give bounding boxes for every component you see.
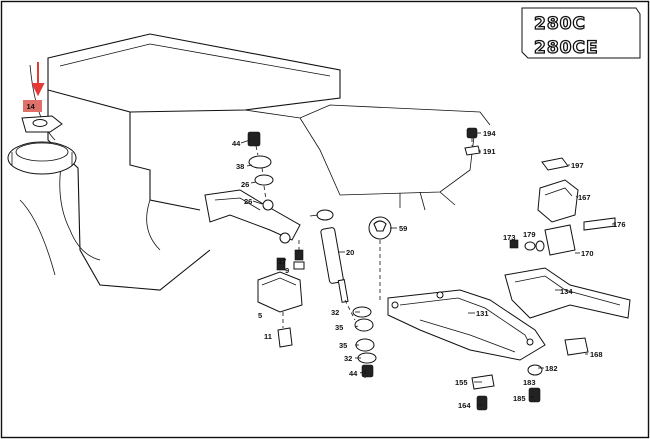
label-134: 134 — [560, 287, 573, 296]
label-35-a: 35 — [335, 323, 343, 332]
hardware-17-9 — [293, 240, 305, 270]
nut-194-191 — [464, 127, 481, 156]
label-183: 183 — [523, 378, 536, 387]
engine-mount-5 — [257, 257, 303, 348]
part-14-highlighted: 14 — [21, 62, 63, 133]
label-44-top: 44 — [232, 139, 241, 148]
crossmember-131 — [387, 289, 546, 361]
label-191: 191 — [483, 147, 496, 156]
leader-lines — [240, 132, 615, 406]
engine-block — [19, 33, 491, 291]
label-32-a: 32 — [331, 308, 339, 317]
part-label-14: 14 — [27, 102, 36, 111]
label-164: 164 — [458, 401, 471, 410]
transmission-mount-167 — [509, 157, 616, 256]
label-185: 185 — [513, 394, 526, 403]
label-44-bottom: 44 — [349, 369, 358, 378]
bushing-stack — [352, 306, 377, 378]
label-179: 179 — [523, 230, 536, 239]
engine-mount-bracket — [204, 189, 301, 244]
label-11: 11 — [264, 332, 272, 341]
label-155: 155 — [455, 378, 468, 387]
label-26-a: 26 — [241, 180, 249, 189]
label-182: 182 — [545, 364, 558, 373]
label-35-b: 35 — [339, 341, 347, 350]
part-labels: 44 38 26 26 17 9 5 11 20 59 32 35 35 32 … — [232, 129, 626, 410]
label-17: 17 — [278, 257, 286, 266]
model-name-280ce: 280CE — [534, 38, 599, 58]
bottom-hardware — [471, 337, 589, 411]
label-38: 38 — [236, 162, 244, 171]
label-173: 173 — [503, 233, 516, 242]
label-131: 131 — [476, 309, 489, 318]
label-9: 9 — [285, 266, 289, 275]
model-name-280c: 280C — [534, 14, 586, 34]
wrench-icon-59 — [368, 216, 392, 300]
model-badge: 280C 280CE — [521, 7, 641, 59]
label-168: 168 — [590, 350, 603, 359]
oil-filler-cap — [7, 141, 77, 175]
bracket-134 — [504, 267, 631, 319]
damper-20 — [316, 209, 356, 321]
label-176: 176 — [613, 220, 626, 229]
label-20: 20 — [346, 248, 354, 257]
label-197: 197 — [571, 161, 584, 170]
label-5: 5 — [258, 311, 262, 320]
label-32-b: 32 — [344, 354, 352, 363]
label-26-b: 26 — [244, 197, 252, 206]
upper-mount-parts — [247, 131, 274, 201]
label-59: 59 — [399, 224, 407, 233]
label-194: 194 — [483, 129, 496, 138]
label-167: 167 — [578, 193, 591, 202]
highlight-box — [23, 100, 42, 112]
label-170: 170 — [581, 249, 594, 258]
